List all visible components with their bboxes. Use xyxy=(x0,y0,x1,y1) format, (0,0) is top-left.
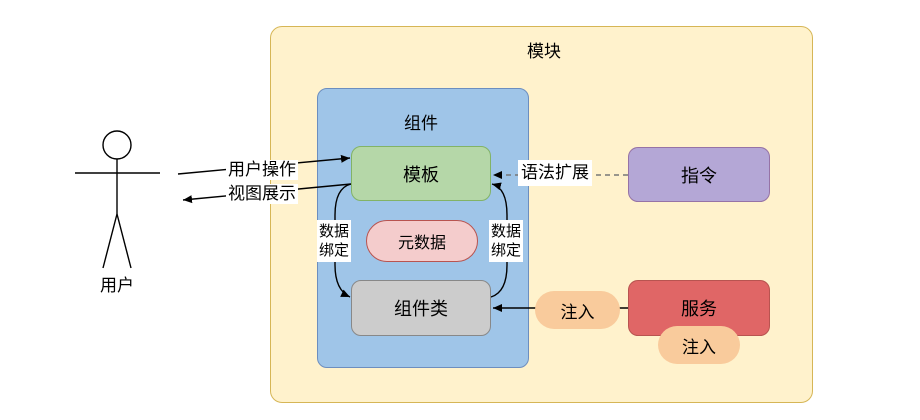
data-binding-left-line1: 数据 xyxy=(319,222,350,240)
component-class-node: 组件类 xyxy=(351,280,491,336)
component-title: 组件 xyxy=(404,114,438,134)
view-display-label: 视图展示 xyxy=(226,184,298,204)
syntax-extension-label: 语法扩展 xyxy=(518,160,592,186)
data-binding-right-line1: 数据 xyxy=(491,222,522,240)
data-binding-right-label: 数据 绑定 xyxy=(489,220,524,262)
user-label: 用户 xyxy=(100,276,134,296)
data-binding-left-line2: 绑定 xyxy=(319,241,350,259)
data-binding-left-label: 数据 绑定 xyxy=(317,220,352,262)
user-figure xyxy=(75,130,160,269)
metadata-node: 元数据 xyxy=(366,220,478,262)
inject-label: 注入 xyxy=(535,291,620,329)
module-title: 模块 xyxy=(527,42,561,62)
template-node: 模板 xyxy=(351,146,491,201)
data-binding-right-line2: 绑定 xyxy=(491,241,522,259)
user-operation-label: 用户操作 xyxy=(226,160,298,180)
directive-node: 指令 xyxy=(628,147,770,202)
inject-label-service: 注入 xyxy=(658,326,740,364)
